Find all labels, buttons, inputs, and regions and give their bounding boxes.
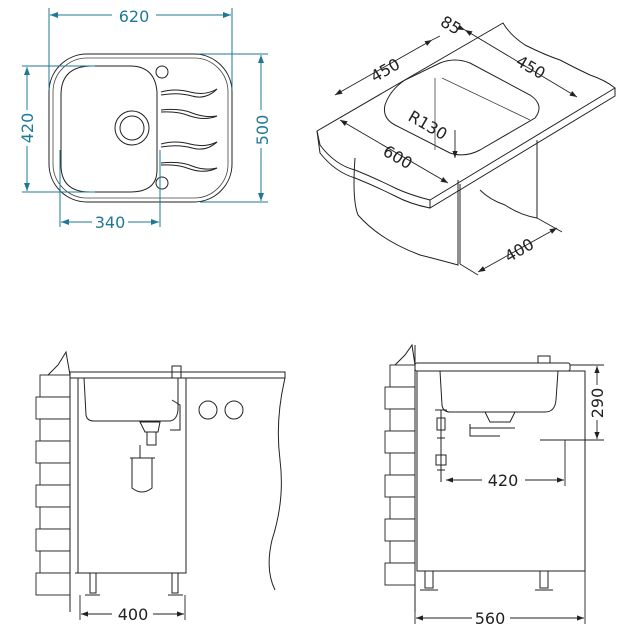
iso-bowl [384,59,540,156]
cabinet-legs [420,570,553,591]
cabinet-left-side [353,157,459,266]
countertop [316,22,616,201]
dimension-lines [79,595,186,620]
sink-inner-rim [52,57,229,199]
dim-r130: R130 [405,107,451,144]
dimension-lines [334,24,578,276]
sink-bowl-front [439,370,559,413]
drain-icon [114,110,150,146]
dim-85: 85 [437,12,464,39]
front-view: 290 420 560 [384,343,607,628]
dim-340: 340 [95,213,126,232]
dimension-lines [414,364,604,624]
cabinet [416,370,586,572]
isometric-view: 85 450 450 R130 600 400 [316,12,616,276]
bowl-outline [60,65,158,193]
countertop-section [414,362,571,372]
overflow-icon [198,400,218,420]
drainboard-grooves [160,88,218,172]
overflow-icon [224,400,244,420]
top-view: 620 420 500 340 [18,7,272,232]
dim-290: 290 [588,388,607,419]
countertop-section [69,371,286,379]
dim-500: 500 [253,115,272,146]
dim-420-drain: 420 [488,471,519,490]
sink-bowl-section [83,377,179,422]
dim-620: 620 [119,7,150,26]
tap-stub [537,355,551,364]
dimension-lines [22,8,268,227]
sink-outline [48,53,233,203]
countertop-edge [316,88,616,209]
dim-560: 560 [475,609,506,628]
drain-assembly [469,411,516,437]
cabinet-legs [85,572,183,596]
cabinet-side-edge [268,377,286,591]
brick-wall [35,350,71,612]
dim-450-right: 450 [513,51,549,83]
side-view: 400 [35,350,286,624]
dim-420: 420 [18,113,37,144]
bowl-inner-edges [434,77,531,150]
tap-hole-icon [155,65,169,79]
dim-400-iso: 400 [501,234,537,266]
overflow-pipe [170,399,181,431]
cabinet-right-side [457,140,538,264]
siphon [130,421,161,493]
tap-stub [171,365,182,379]
tap-hole-icon [155,176,169,190]
brick-wall [384,343,416,612]
dim-400-side: 400 [118,605,149,624]
siphon-front [435,409,447,482]
drain-inner-ring [119,115,145,141]
